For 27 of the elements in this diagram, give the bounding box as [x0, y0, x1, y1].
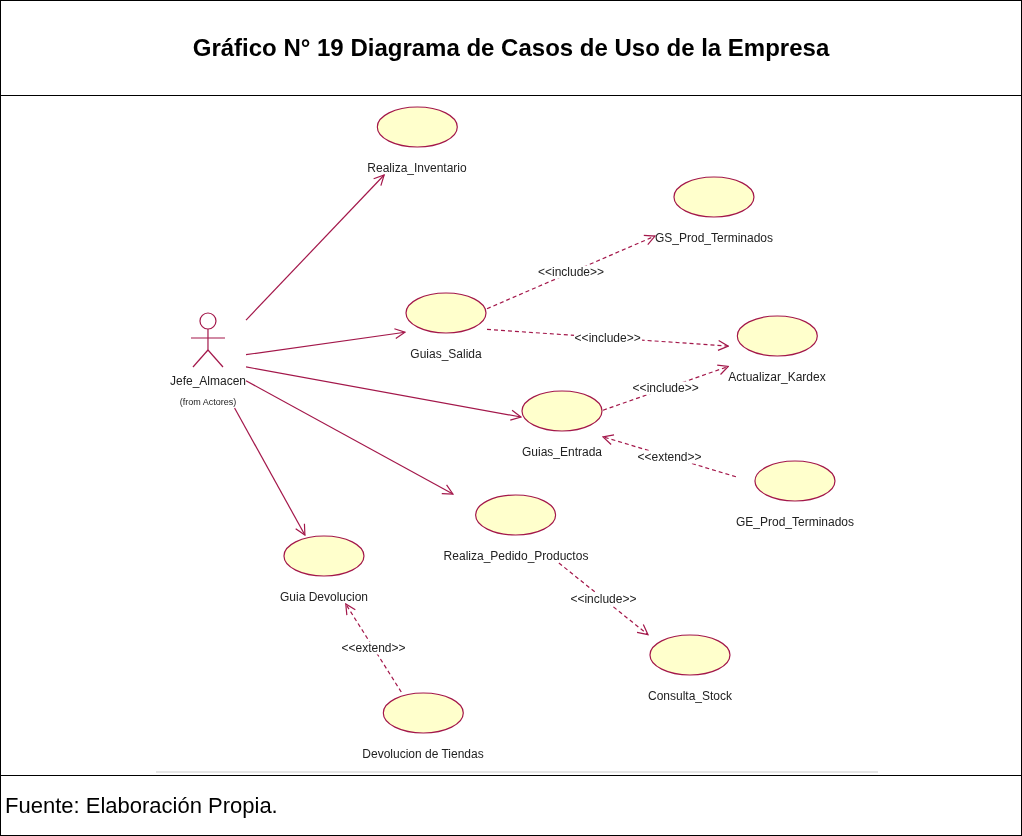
arrow	[245, 328, 406, 356]
edge-label: <<include>>	[631, 381, 700, 395]
caption: Fuente: Elaboración Propia.	[5, 792, 278, 820]
edge-label: <<include>>	[573, 331, 642, 345]
edge-label: <<extend>>	[340, 641, 407, 655]
use-case-name: Consulta_Stock	[648, 689, 732, 703]
edge-label: <<include>>	[569, 592, 638, 606]
actor-package-note: (from Actores)	[179, 397, 237, 408]
title: Gráfico N° 19 Diagrama de Casos de Uso de la Empresa	[192, 33, 830, 63]
arrow	[558, 562, 649, 636]
use-case-name: Guias_Entrada	[521, 445, 603, 459]
use-case-name: Guias_Salida	[410, 347, 482, 361]
use-case-name: Realiza_Inventario	[367, 161, 467, 175]
edge-label: <<include>>	[536, 265, 605, 279]
arrow	[345, 603, 402, 693]
actor-name: Jefe_Almacen	[170, 374, 246, 388]
use-case-name: Actualizar_Kardex	[728, 370, 826, 384]
arrow	[245, 380, 454, 495]
arrow	[234, 407, 306, 536]
arrow	[245, 174, 385, 321]
use-case-name: Devolucion de Tiendas	[362, 747, 484, 761]
use-case-name: Realiza_Pedido_Productos	[443, 549, 589, 563]
use-case-name: Guia Devolucion	[279, 590, 369, 604]
arrow	[245, 366, 522, 421]
edge-label: <<extend>>	[636, 450, 703, 464]
use-case-name: GE_Prod_Terminados	[735, 515, 855, 529]
use-case-name: GS_Prod_Terminados	[654, 231, 774, 245]
